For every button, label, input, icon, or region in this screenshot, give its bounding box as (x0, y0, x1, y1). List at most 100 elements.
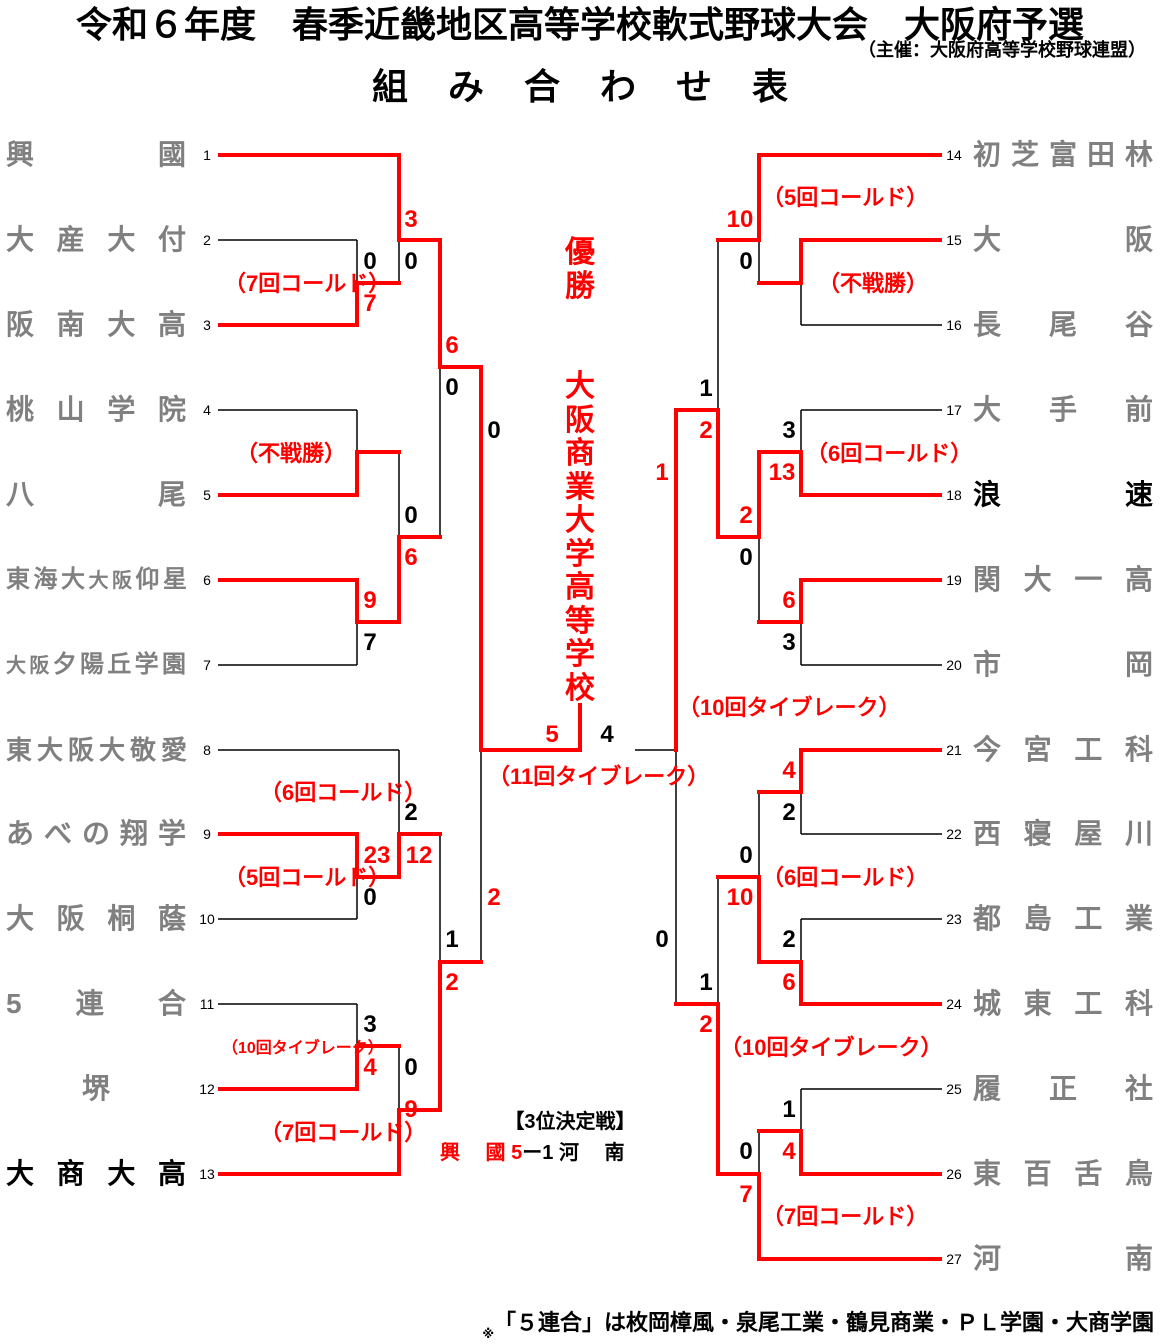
score: 2 (487, 884, 501, 911)
team-name: 大阪 (973, 224, 1153, 255)
score: 12 (405, 842, 433, 869)
game-note: （10回タイブレーク） (678, 695, 901, 720)
score: 9 (363, 587, 377, 614)
third-place-result: 【3位決定戦】 興 國 5ー1 河 南 (440, 1105, 680, 1165)
team-number: 22 (946, 826, 962, 842)
score: 6 (782, 969, 796, 996)
team-number: 5 (203, 487, 211, 503)
score: 0 (655, 926, 669, 953)
team-number: 20 (946, 657, 962, 673)
team-name: 初芝富田林 (973, 139, 1153, 170)
team-number: 17 (946, 402, 962, 418)
footer-text: 「５連合」は枚岡樟風・泉尾工業・鶴見商業・ＰＬ学園・大商学園 (493, 1310, 1154, 1335)
sponsor: （主催：大阪府高等学校野球連盟） (858, 40, 1146, 60)
team-name: 都島工業 (973, 903, 1153, 934)
score: 3 (782, 417, 796, 444)
score: 6 (782, 587, 796, 614)
team-number: 1 (203, 147, 211, 163)
score: 2 (699, 417, 713, 444)
score: 0 (404, 248, 418, 275)
team-name: 浪速 (973, 479, 1153, 510)
team-name-part: 仰星 (135, 566, 187, 593)
bracket-winner-path (218, 153, 942, 1261)
score: 4 (782, 1138, 796, 1165)
game-note: （10回タイブレーク） (720, 1035, 943, 1060)
score: 2 (782, 926, 796, 953)
team-name: 城東工科 (973, 988, 1153, 1019)
team-number: 25 (946, 1081, 962, 1097)
score: 9 (404, 1096, 418, 1123)
score: 7 (363, 629, 377, 656)
score: 1 (699, 969, 713, 996)
score: 3 (404, 206, 418, 233)
third-place-line: 興 國 5ー1 河 南 (440, 1136, 680, 1165)
note-mark: ※ (482, 1327, 494, 1341)
team-number: 8 (203, 742, 211, 758)
team-number: 13 (199, 1166, 215, 1182)
team-number: 3 (203, 317, 211, 333)
team-name-small: 大阪 (6, 655, 53, 677)
score: 1 (655, 459, 669, 486)
team-number: 15 (946, 232, 962, 248)
score: 2 (699, 1011, 713, 1038)
game-note: （5回コールド） (224, 865, 391, 890)
team-name: 八尾 (6, 479, 186, 510)
team-name: 市岡 (973, 649, 1153, 680)
team-name: 阪南大高 (6, 309, 186, 340)
team-number: 7 (203, 657, 211, 673)
third-place-heading: 【3位決定戦】 (504, 1111, 636, 1133)
subtitle: 組み合わせ表 (371, 67, 828, 107)
team-number: 10 (199, 911, 215, 927)
game-note: （不戦勝） (818, 271, 929, 296)
team-name: 大阪夕陽丘学園 (6, 648, 186, 682)
team-name: 大商大高 (6, 1158, 186, 1189)
score: 10 (726, 206, 754, 233)
team-number: 9 (203, 826, 211, 842)
team-name: 東海大大阪仰星 (6, 563, 187, 597)
team-name: 長尾谷 (973, 309, 1153, 340)
game-note: （7回コールド） (224, 271, 391, 296)
score: 3 (363, 1011, 377, 1038)
team-number: 26 (946, 1166, 962, 1182)
team-number: 12 (199, 1081, 215, 1097)
page-title: 令和６年度 春季近畿地区高等学校軟式野球大会 大阪府予選 (75, 5, 1084, 45)
game-note: （不戦勝） (236, 441, 347, 466)
team-name: 大手前 (973, 394, 1153, 425)
footer-note: ※「５連合」は枚岡樟風・泉尾工業・鶴見商業・ＰＬ学園・大商学園 (482, 1305, 1154, 1341)
team-number: 4 (203, 402, 211, 418)
score: 7 (363, 290, 377, 317)
third-place-winner: 興 國 (440, 1142, 506, 1164)
score: 7 (739, 1181, 753, 1208)
score: 6 (404, 544, 418, 571)
score: 0 (363, 248, 377, 275)
team-name: 関大一高 (973, 564, 1153, 595)
team-name-small: 大阪 (88, 570, 137, 592)
team-number: 27 (946, 1251, 962, 1267)
score: 0 (404, 502, 418, 529)
score: 3 (782, 629, 796, 656)
score: 0 (739, 544, 753, 571)
team-number: 19 (946, 572, 962, 588)
team-name: あべの翔学 (6, 818, 186, 849)
team-number: 23 (946, 911, 962, 927)
score: 1 (782, 1096, 796, 1123)
score: 0 (404, 1054, 418, 1081)
team-number: 16 (946, 317, 962, 333)
team-name: 西寝屋川 (973, 818, 1153, 849)
score: 1 (445, 926, 459, 953)
score: 13 (768, 459, 796, 486)
score: 6 (445, 332, 459, 359)
score: 0 (739, 842, 753, 869)
team-name: 東大阪大敬愛 (6, 735, 187, 765)
score: 4 (363, 1054, 377, 1081)
team-number: 2 (203, 232, 211, 248)
final-score: 4 (600, 721, 614, 748)
game-note: （5回コールド） (762, 185, 929, 210)
score: 0 (739, 1138, 753, 1165)
team-number: 14 (946, 147, 962, 163)
game-note: （6回コールド） (806, 441, 973, 466)
score: 4 (782, 757, 796, 784)
team-name: 5連合 (6, 988, 186, 1019)
champion-label: 優勝 (565, 236, 595, 303)
